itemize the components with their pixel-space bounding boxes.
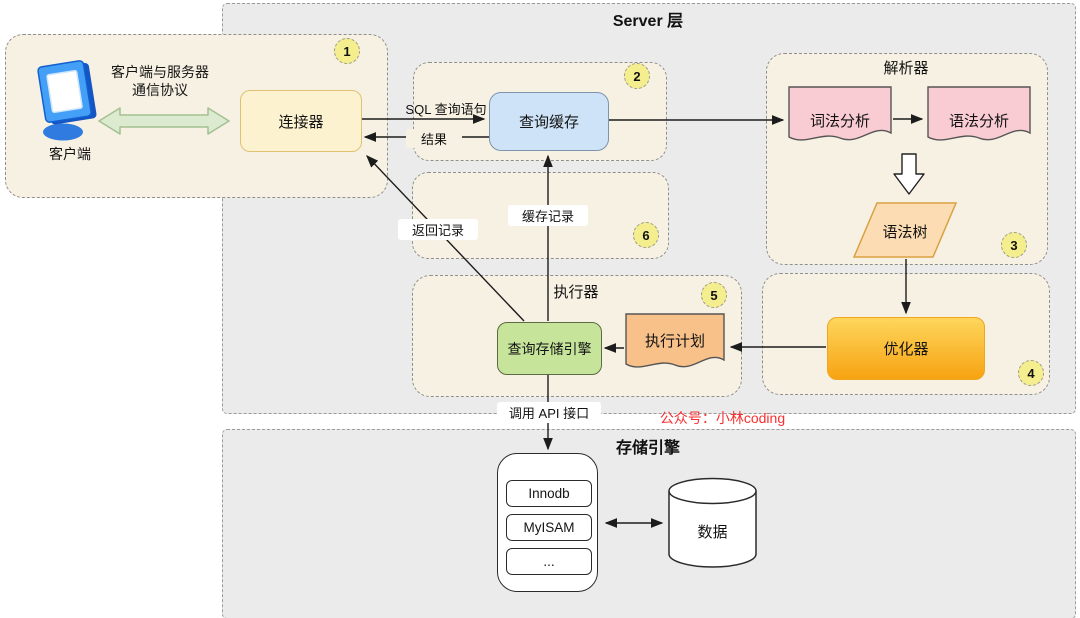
block-down-arrow-icon [893, 153, 925, 195]
parser-title: 解析器 [883, 60, 929, 77]
call-api-label: 调用 API 接口 [497, 402, 601, 423]
engine-innodb: Innodb [506, 480, 592, 507]
query-storage-engine-node: 查询存储引擎 [497, 322, 602, 375]
query-cache-node: 查询缓存 [489, 92, 609, 151]
badge-2: 2 [624, 63, 650, 89]
syntax-tree-shape [853, 202, 957, 258]
execution-plan-label: 执行计划 [644, 333, 705, 350]
watermark-text: 公众号：小林coding [659, 410, 786, 426]
badge-5: 5 [701, 282, 727, 308]
badge-1: 1 [334, 38, 360, 64]
server-layer-title: Server 层 [612, 13, 684, 30]
cache-record-label: 缓存记录 [508, 205, 588, 226]
protocol-label-line2: 通信协议 [132, 82, 188, 98]
badge-6: 6 [633, 222, 659, 248]
computer-icon [37, 60, 97, 141]
syntax-tree-label: 语法树 [882, 224, 928, 241]
bidirectional-arrow-icon [98, 107, 230, 135]
badge-4: 4 [1018, 360, 1044, 386]
data-label: 数据 [697, 524, 728, 541]
syntax-analysis-doc-shape [927, 86, 1031, 141]
client-label: 客户端 [49, 146, 91, 162]
engine-others: ... [506, 548, 592, 575]
storage-engine-layer-title: 存储引擎 [615, 440, 680, 457]
return-record-label: 返回记录 [398, 219, 478, 240]
badge-3: 3 [1001, 232, 1027, 258]
result-label: 结果 [406, 129, 462, 148]
engine-myisam: MyISAM [506, 514, 592, 541]
syntax-analysis-label: 语法分析 [948, 113, 1009, 130]
sql-query-label: SQL 查询语句 [405, 102, 487, 117]
lexical-analysis-label: 词法分析 [809, 113, 870, 130]
executor-title: 执行器 [553, 284, 599, 301]
lexical-analysis-doc-shape [788, 86, 892, 141]
optimizer-node: 优化器 [827, 317, 985, 380]
data-cylinder-shape [668, 477, 757, 568]
protocol-label-line1: 客户端与服务器 [111, 64, 209, 80]
connector-node: 连接器 [240, 90, 362, 152]
execution-plan-doc-shape [625, 313, 725, 368]
